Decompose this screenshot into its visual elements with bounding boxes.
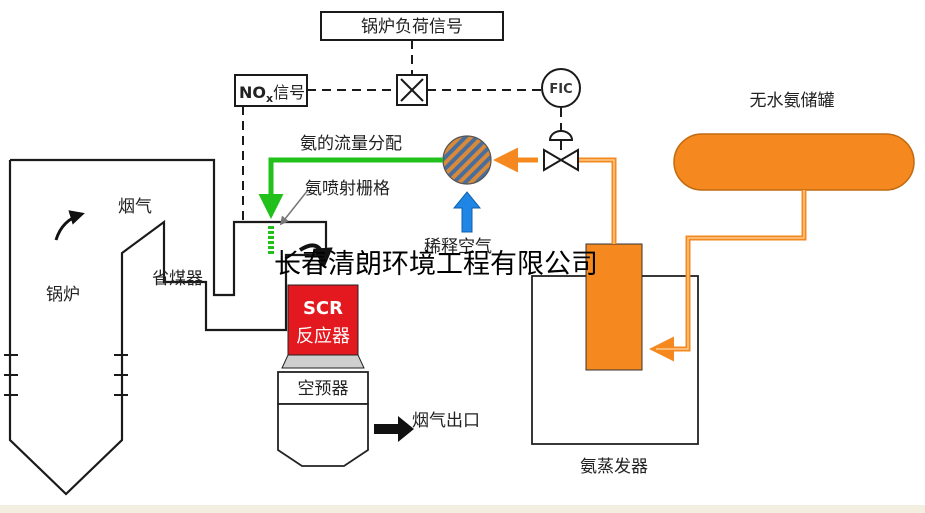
nox-signal-label: NOx信号 xyxy=(239,83,305,105)
fic-controller xyxy=(541,68,581,108)
ammonia-piping-highlight xyxy=(572,159,805,350)
nox-main: NO xyxy=(239,83,266,102)
boiler-load-signal-label: 锅炉负荷信号 xyxy=(361,17,463,37)
anhydrous-ammonia-tank-label: 无水氨储罐 xyxy=(750,91,835,111)
flue-hopper xyxy=(277,403,369,467)
economizer-label: 省煤器 xyxy=(152,269,203,289)
evaporator-coil xyxy=(585,243,643,371)
scr-bottom-taper xyxy=(281,354,365,369)
flue-gas-outlet-label: 烟气出口 xyxy=(412,411,480,431)
multiplier-x-icon xyxy=(400,78,424,102)
ammonia-injection-grid-label: 氨喷射栅格 xyxy=(305,179,390,199)
scr-label-line1: SCR xyxy=(303,298,343,319)
boiler-outline xyxy=(8,158,328,496)
ammonia-flow-distribution-label: 氨的流量分配 xyxy=(300,134,402,154)
nox-suffix: 信号 xyxy=(273,83,305,102)
scr-inlet-arrow xyxy=(298,243,333,268)
company-watermark: 长春清朗环境工程有限公司 xyxy=(274,249,598,280)
ammonia-evaporator-label: 氨蒸发器 xyxy=(580,457,648,477)
bottom-band xyxy=(0,505,925,513)
flue-gas-label: 烟气 xyxy=(118,197,152,217)
injection-grid-pointer xyxy=(279,189,309,226)
fic-label: FIC xyxy=(549,82,572,97)
boiler-wall-marks xyxy=(4,354,128,396)
flue-gas-flow-arrow xyxy=(54,210,85,241)
boiler-load-signal-box xyxy=(320,11,504,41)
control-valve xyxy=(543,128,579,172)
nox-signal-box xyxy=(234,74,308,107)
flue-gas-outlet-arrow xyxy=(374,416,414,442)
air-preheater-label: 空预器 xyxy=(298,379,349,399)
anhydrous-ammonia-tank xyxy=(673,133,915,191)
dilution-air-arrow xyxy=(452,191,482,233)
boiler-label: 锅炉 xyxy=(46,285,80,305)
static-mixer xyxy=(442,135,492,185)
dilution-air-label: 稀释空气 xyxy=(424,237,492,257)
nox-subscript: x xyxy=(266,92,273,105)
scr-label-line2: 反应器 xyxy=(296,326,350,347)
ammonia-flow-line xyxy=(258,157,443,219)
signal-lines xyxy=(242,40,562,222)
